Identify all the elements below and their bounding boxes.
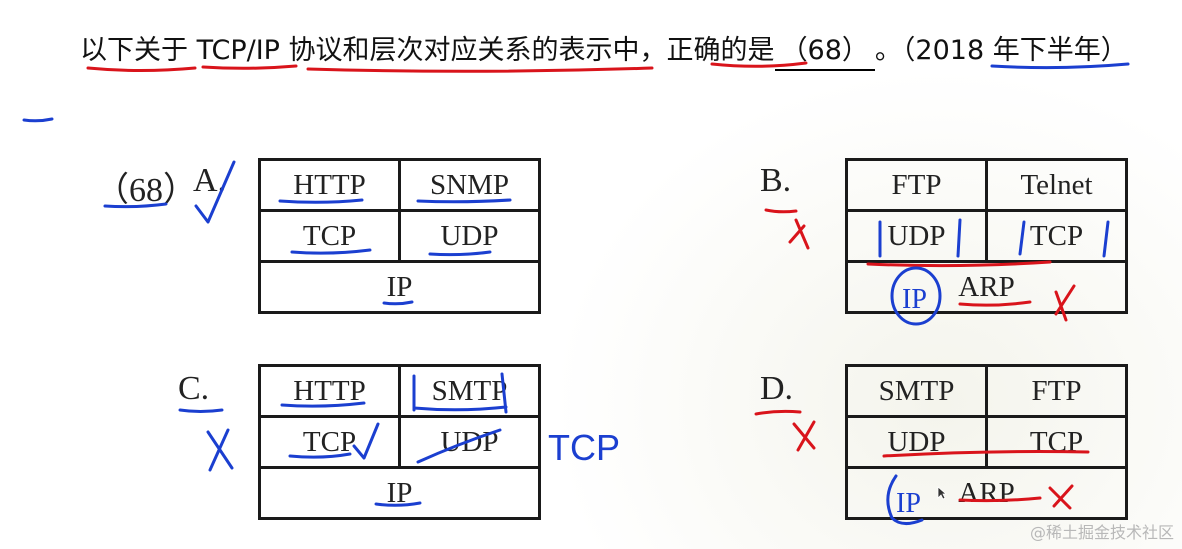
question-source: 。（2018 年下半年） [874, 35, 1128, 66]
option-b-cell-tcp: TCP [985, 209, 1128, 263]
option-b-label: B. [760, 162, 792, 199]
option-d-label: D. [760, 370, 794, 407]
option-a-cell-udp: UDP [398, 209, 541, 263]
option-a-table: HTTP SNMP TCP UDP IP [258, 158, 541, 314]
option-a-cell-snmp: SNMP [398, 158, 541, 212]
option-b-table: FTP Telnet UDP TCP ARP [845, 158, 1128, 314]
question-stem: 以下关于 TCP/IP 协议和层次对应关系的表示中，正确的是 [80, 35, 775, 66]
option-c-cell-smtp: SMTP [398, 364, 541, 418]
option-a-cell-tcp: TCP [258, 209, 401, 263]
option-c-cell-ip: IP [258, 466, 541, 520]
option-a-label: A. [193, 162, 227, 199]
option-d-table: SMTP FTP UDP TCP ARP [845, 364, 1128, 520]
option-d-cell-arp: ARP [845, 466, 1128, 520]
option-c-table: HTTP SMTP TCP UDP IP [258, 364, 541, 520]
option-c-cell-tcp: TCP [258, 415, 401, 469]
option-b-cell-ftp: FTP [845, 158, 988, 212]
answer-blank: （68） [774, 33, 875, 71]
option-d-cell-ftp: FTP [985, 364, 1128, 418]
option-c-label: C. [178, 370, 210, 407]
option-c-cell-http: HTTP [258, 364, 401, 418]
question-number: （68） [95, 172, 197, 209]
option-c-cell-udp: UDP [398, 415, 541, 469]
cross-icon [206, 428, 234, 472]
option-d-cell-udp: UDP [845, 415, 988, 469]
option-b-cell-telnet: Telnet [985, 158, 1128, 212]
option-d-cell-smtp: SMTP [845, 364, 988, 418]
option-d-cell-tcp: TCP [985, 415, 1128, 469]
option-b-cell-udp: UDP [845, 209, 988, 263]
mouse-cursor-icon [937, 486, 947, 500]
option-b-cell-arp: ARP [845, 260, 1128, 314]
blue-underline [22, 117, 54, 123]
option-a-cell-ip: IP [258, 260, 541, 314]
option-a-cell-http: HTTP [258, 158, 401, 212]
watermark: @稀土掘金技术社区 [1029, 523, 1174, 542]
question-text: 以下关于 TCP/IP 协议和层次对应关系的表示中，正确的是（68）。（2018… [22, 20, 1152, 82]
label-underline [178, 408, 224, 413]
